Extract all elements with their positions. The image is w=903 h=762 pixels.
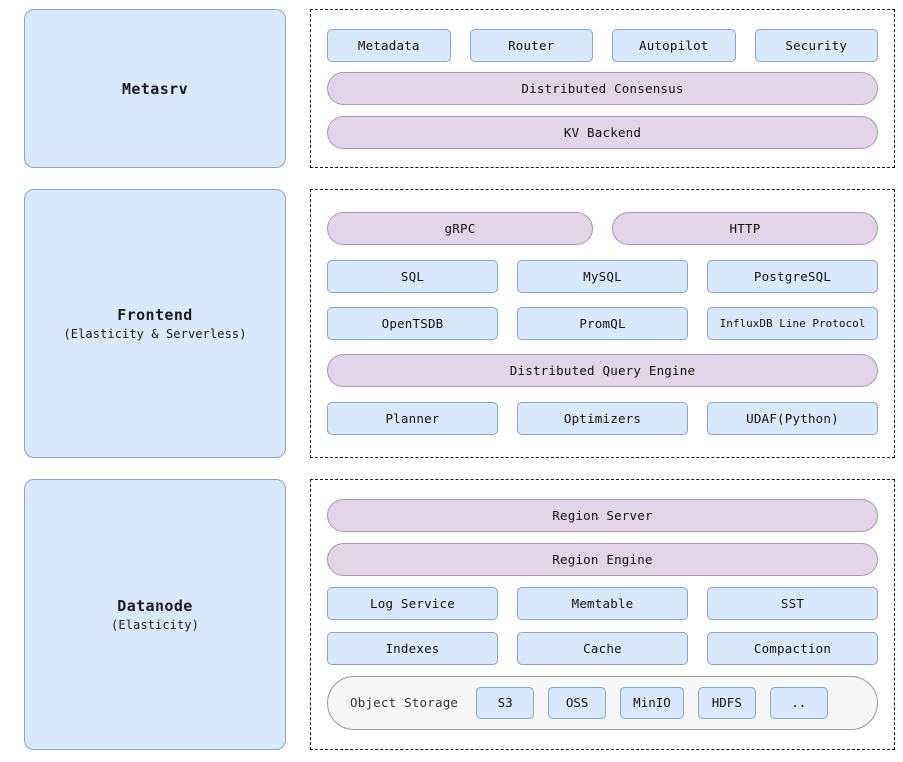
- object-storage-bar: Object Storage S3 OSS MinIO HDFS..: [327, 675, 878, 730]
- role-panel-datanode[interactable]: Datanode (Elasticity): [24, 479, 286, 750]
- component-node[interactable]: Indexes: [327, 631, 498, 665]
- component-row: SQL MySQL PostgreSQL: [327, 259, 878, 293]
- component-node[interactable]: PostgreSQL: [707, 259, 878, 293]
- component-container: gRPC HTTP SQL MySQL PostgreSQL OpenTSDB PromQL…: [310, 189, 895, 458]
- role-column: Metasrv: [0, 0, 310, 180]
- component-node[interactable]: Autopilot: [612, 28, 736, 62]
- component-node[interactable]: Security: [754, 28, 878, 62]
- role-subtitle: (Elasticity & Serverless): [63, 327, 247, 341]
- component-node[interactable]: MySQL: [517, 259, 688, 293]
- component-node[interactable]: Optimizers: [517, 401, 688, 435]
- component-row: KV Backend: [327, 115, 878, 149]
- pill-node[interactable]: Region Server: [327, 499, 878, 533]
- component-node[interactable]: InfluxDB Line Protocol: [707, 306, 878, 340]
- component-node[interactable]: UDAF(Python): [707, 401, 878, 435]
- component-node[interactable]: Router: [469, 28, 593, 62]
- storage-chip[interactable]: HDFS: [697, 686, 756, 719]
- storage-chip[interactable]: MinIO: [620, 686, 684, 719]
- pill-node[interactable]: Distributed Query Engine: [327, 354, 878, 388]
- component-row: Region Server: [327, 499, 878, 533]
- component-row: gRPC HTTP: [327, 212, 878, 246]
- storage-chip[interactable]: S3: [476, 686, 535, 719]
- role-title: Datanode: [117, 597, 193, 615]
- role-title: Frontend: [117, 306, 193, 324]
- component-row: Distributed Consensus: [327, 72, 878, 105]
- object-storage-label: Object Storage: [350, 695, 459, 711]
- role-column: Datanode (Elasticity): [0, 470, 310, 762]
- role-panel-metasrv[interactable]: Metasrv: [24, 9, 286, 168]
- component-row: OpenTSDB PromQL InfluxDB Line Protocol: [327, 306, 878, 340]
- component-node[interactable]: Compaction: [707, 631, 878, 665]
- component-row: Planner Optimizers UDAF(Python): [327, 401, 878, 435]
- stack-column: gRPC HTTP SQL MySQL PostgreSQL OpenTSDB PromQL…: [310, 180, 903, 470]
- component-node[interactable]: PromQL: [517, 306, 688, 340]
- role-column: Frontend (Elasticity & Serverless): [0, 180, 310, 470]
- component-node[interactable]: Log Service: [327, 587, 498, 621]
- role-title: Metasrv: [121, 79, 188, 98]
- role-subtitle: (Elasticity): [111, 618, 199, 632]
- pill-node[interactable]: Distributed Consensus: [327, 72, 878, 105]
- pill-node[interactable]: HTTP: [612, 212, 878, 246]
- component-row: Region Engine: [327, 543, 878, 577]
- pill-node[interactable]: KV Backend: [327, 115, 878, 149]
- role-panel-frontend[interactable]: Frontend (Elasticity & Serverless): [24, 189, 286, 458]
- pill-node[interactable]: gRPC: [327, 212, 593, 246]
- storage-chip[interactable]: OSS: [548, 686, 607, 719]
- component-node[interactable]: Cache: [517, 631, 688, 665]
- component-row: Indexes Cache Compaction: [327, 631, 878, 665]
- component-node[interactable]: Metadata: [327, 28, 451, 62]
- pill-node[interactable]: Region Engine: [327, 543, 878, 577]
- storage-chip[interactable]: ..: [769, 686, 828, 719]
- component-row: Distributed Query Engine: [327, 354, 878, 388]
- component-row: Log Service Memtable SST: [327, 587, 878, 621]
- component-node[interactable]: SST: [707, 587, 878, 621]
- component-node[interactable]: SQL: [327, 259, 498, 293]
- component-row: Metadata Router Autopilot Security: [327, 28, 878, 62]
- component-node[interactable]: Planner: [327, 401, 498, 435]
- component-node[interactable]: Memtable: [517, 587, 688, 621]
- component-node[interactable]: OpenTSDB: [327, 306, 498, 340]
- band-frontend: Frontend (Elasticity & Serverless) gRPC HTT…: [0, 180, 903, 470]
